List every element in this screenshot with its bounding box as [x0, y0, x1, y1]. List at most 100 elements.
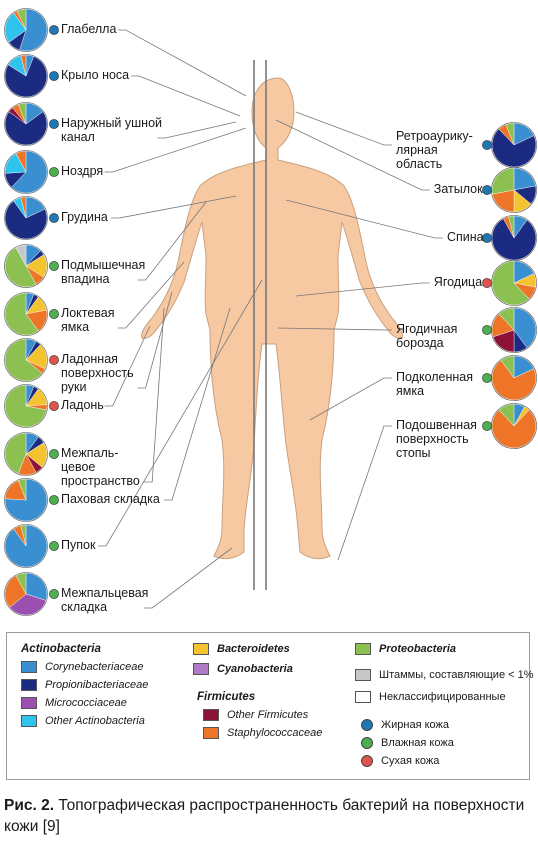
oily-skin-dot-icon: [361, 719, 373, 731]
pie-slice-proteobacteria: [498, 403, 515, 427]
leader-line: [111, 195, 237, 219]
legend: Actinobacteria Corynebacteriaceae Propio…: [6, 632, 534, 780]
swatch-corynebacteriaceae: [21, 661, 37, 673]
dry-skin-dot-icon: [49, 355, 59, 365]
pie-right-5: [491, 355, 537, 401]
pie-slice-propionibacteriaceae: [4, 56, 48, 98]
pie-left-8: [4, 384, 48, 428]
legend-label: Штаммы, составляющие < 1%: [379, 669, 534, 681]
legend-label: Влажная кожа: [381, 737, 454, 749]
leader-line: [157, 121, 237, 139]
pie-right-0: [491, 122, 537, 168]
swatch-micrococciaceae: [21, 697, 37, 709]
swatch-propionibacteriaceae: [21, 679, 37, 691]
legend-label: Cyanobacteria: [217, 663, 293, 675]
legend-item-strains-lt1: Штаммы, составляющие < 1%: [355, 669, 534, 681]
leader-line: [117, 261, 185, 329]
pie-slice-proteobacteria: [4, 384, 47, 428]
oily-skin-dot-icon: [49, 25, 59, 35]
moist-skin-dot-icon: [49, 167, 59, 177]
pie-slice-proteobacteria: [508, 215, 515, 239]
legend-item-dry: Сухая кожа: [361, 755, 439, 767]
pie-slice-corynebacteriaceae: [513, 307, 537, 349]
legend-item-other-firmicutes: Other Firmicutes: [203, 709, 308, 721]
pie-right-2: [491, 215, 537, 261]
moist-skin-dot-icon: [49, 541, 59, 551]
pie-right-3: [491, 260, 537, 306]
leader-line: [285, 199, 443, 239]
pie-left-2: [4, 102, 48, 146]
site-label-left: Пупок: [61, 538, 96, 552]
leader-line: [137, 201, 207, 281]
pie-slice-proteobacteria: [491, 260, 530, 306]
dry-skin-dot-icon: [482, 278, 492, 288]
leader-line: [295, 282, 430, 297]
pie-left-0: [4, 8, 48, 52]
site-label-right: Затылок: [433, 182, 483, 196]
pie-slice-propionibacteriaceae: [4, 111, 48, 146]
site-label-right: Ягодица: [433, 275, 483, 289]
legend-label: Propionibacteriaceae: [45, 679, 149, 691]
site-label-left: Межпаль- цевое пространство: [61, 446, 140, 488]
swatch-other-firmicutes: [203, 709, 219, 721]
leader-line: [98, 279, 263, 547]
legend-item-unclassified: Неклассифицированные: [355, 691, 506, 703]
site-label-left: Наружный ушной канал: [61, 116, 163, 144]
leader-line: [104, 127, 247, 173]
moist-skin-dot-icon: [482, 325, 492, 335]
leader-line: [277, 327, 392, 331]
pie-slice-staphylococcaceae: [4, 575, 27, 608]
pie-left-6: [4, 292, 48, 336]
pie-slice-proteobacteria: [4, 247, 37, 288]
legend-label: Micrococciaceae: [45, 697, 127, 709]
leader-line: [131, 75, 241, 117]
swatch-strains-lt1: [355, 669, 371, 681]
site-label-left: Крыло носа: [61, 68, 130, 82]
legend-label: Corynebacteriaceae: [45, 661, 144, 673]
pie-slice-proteobacteria: [15, 572, 27, 595]
oily-skin-dot-icon: [482, 233, 492, 243]
pie-slice-proteobacteria: [4, 338, 43, 382]
body-silhouette: [141, 77, 403, 560]
legend-label: Other Actinobacteria: [45, 715, 145, 727]
pie-slice-propionibacteriaceae: [4, 200, 48, 240]
moist-skin-dot-icon: [49, 495, 59, 505]
dry-skin-dot-icon: [361, 755, 373, 767]
pie-slice-strains-lt1: [15, 244, 27, 267]
leader-line: [104, 325, 151, 407]
pie-charts: [4, 8, 537, 616]
pie-slice-propionibacteriaceae: [491, 128, 537, 168]
leader-line: [164, 307, 231, 501]
pie-slice-proteobacteria: [498, 307, 515, 331]
oily-skin-dot-icon: [49, 71, 59, 81]
swatch-other-actinobacteria: [21, 715, 37, 727]
pie-right-1: [491, 167, 537, 213]
oily-skin-dot-icon: [49, 213, 59, 223]
legend-item-other-actinobacteria: Other Actinobacteria: [21, 715, 145, 727]
moist-skin-dot-icon: [49, 449, 59, 459]
pie-left-5: [4, 244, 48, 288]
pie-left-1: [4, 54, 48, 98]
legend-label: Other Firmicutes: [227, 709, 309, 721]
pie-slice-staphylococcaceae: [20, 196, 27, 219]
site-label-right: Ягодичная борозда: [396, 322, 458, 350]
pie-left-7: [4, 338, 48, 382]
site-label-left: Локтевая ямка: [61, 306, 115, 334]
pie-right-6: [491, 403, 537, 449]
pie-slice-proteobacteria: [505, 122, 515, 146]
site-label-left: Подмышечная впадина: [61, 258, 146, 286]
moist-skin-dot-icon: [49, 589, 59, 599]
oily-skin-dot-icon: [482, 185, 492, 195]
site-label-right: Ретроаурику- лярная область: [396, 129, 473, 171]
leader-lines: [98, 29, 443, 609]
legend-label: Сухая кожа: [381, 755, 440, 767]
legend-label: Жирная кожа: [381, 719, 450, 731]
legend-item-micrococciaceae: Micrococciaceae: [21, 697, 127, 709]
leader-line: [144, 547, 233, 609]
legend-item-proteobacteria: Proteobacteria: [355, 643, 456, 655]
legend-item-bacteroidetes: Bacteroidetes: [193, 643, 290, 655]
site-label-left: Грудина: [61, 210, 108, 224]
pie-slice-corynebacteriaceae: [11, 150, 48, 194]
pie-slice-propionibacteriaceae: [491, 218, 537, 261]
